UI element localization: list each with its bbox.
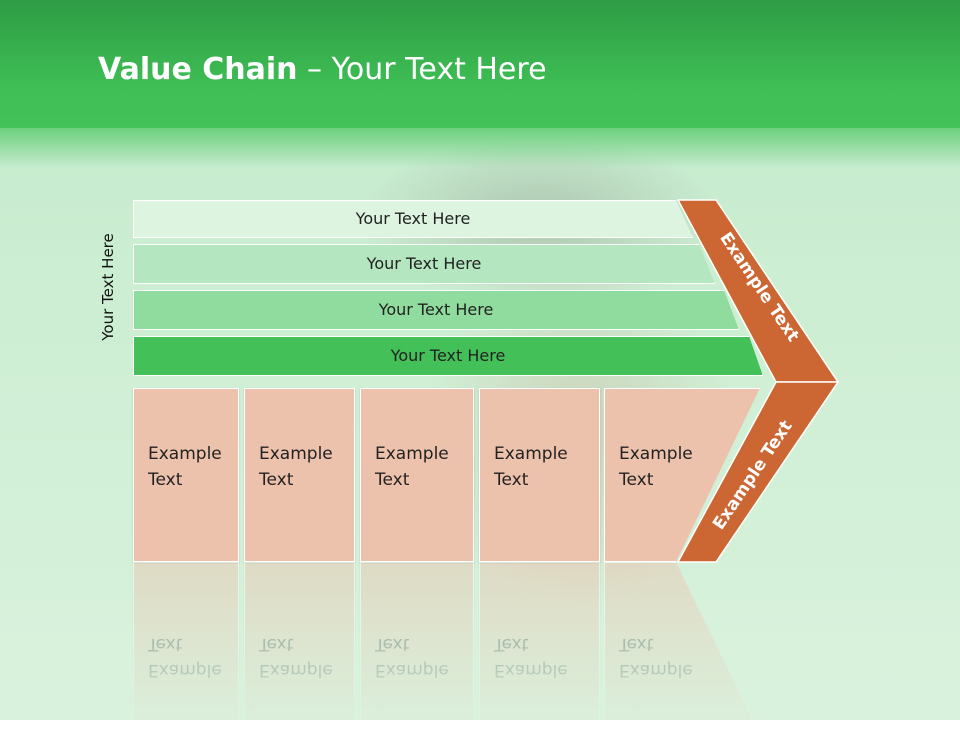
- title-rest: – Your Text Here: [297, 52, 547, 87]
- header-fade: [0, 128, 960, 168]
- primary-box-4[interactable]: Example Text: [479, 388, 600, 562]
- support-row-label: Your Text Here: [378, 300, 494, 319]
- support-row-label: Your Text Here: [355, 209, 471, 228]
- primary-box-3[interactable]: Example Text: [360, 388, 474, 562]
- support-row-1[interactable]: Your Text Here: [133, 200, 693, 238]
- box-line-2: Text: [375, 470, 410, 490]
- header-bar: [0, 0, 960, 128]
- box-line-2: Text: [494, 470, 529, 490]
- primary-box-1[interactable]: Example Text: [133, 388, 239, 562]
- support-row-4[interactable]: Your Text Here: [133, 336, 763, 376]
- support-row-2[interactable]: Your Text Here: [133, 244, 715, 284]
- support-row-label: Your Text Here: [366, 254, 482, 273]
- box-line-1: Example: [375, 444, 449, 464]
- box-line-2: Text: [619, 470, 654, 490]
- support-row-3[interactable]: Your Text Here: [133, 290, 739, 330]
- slide-title: Value Chain – Your Text Here: [98, 52, 547, 87]
- title-bold: Value Chain: [98, 52, 298, 87]
- box-line-1: Example: [494, 444, 568, 464]
- box-line-1: Example: [148, 444, 222, 464]
- box-line-2: Text: [148, 470, 183, 490]
- box-line-1: Example: [259, 444, 333, 464]
- box-line-2: Text: [259, 470, 294, 490]
- primary-box-2[interactable]: Example Text: [244, 388, 355, 562]
- reflection-fade: [0, 562, 960, 720]
- support-row-label: Your Text Here: [390, 346, 506, 365]
- box-line-1: Example: [619, 444, 693, 464]
